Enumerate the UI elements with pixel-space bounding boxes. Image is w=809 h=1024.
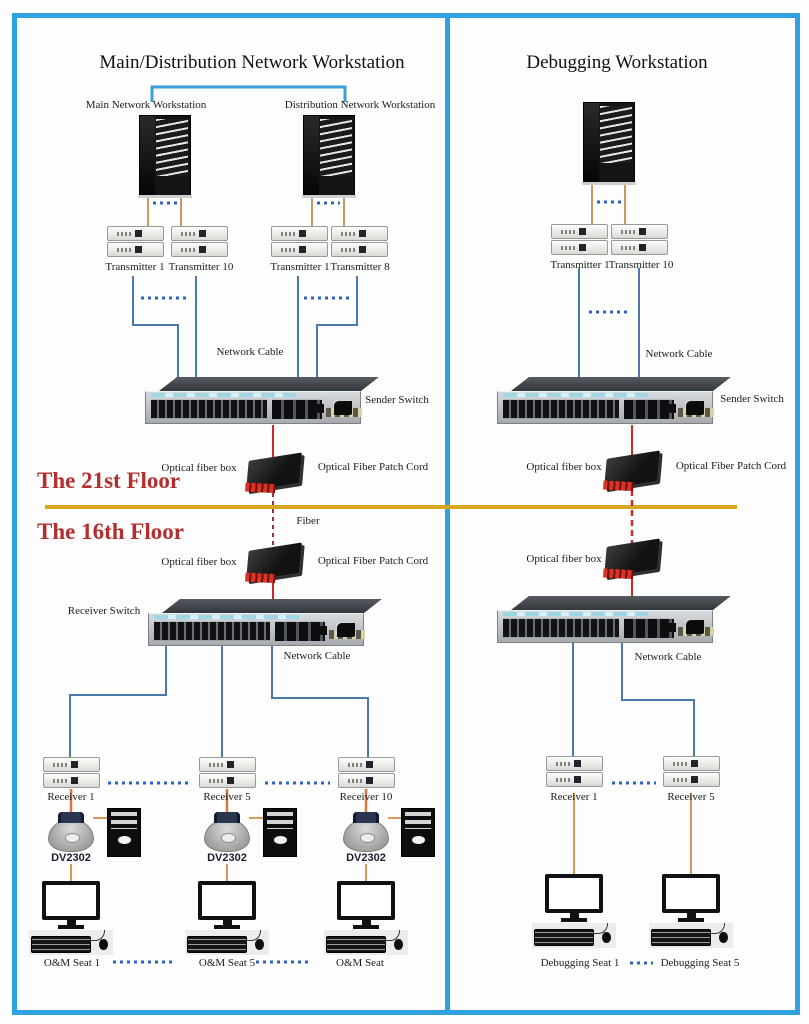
transmitter-label: Transmitter 1 — [550, 259, 610, 271]
sender-switch-label: Sender Switch — [720, 393, 784, 405]
seat-label: O&M Seat 1 — [43, 957, 101, 969]
receiver-icon — [199, 757, 256, 788]
transmitter-label: Transmitter 1 — [270, 261, 330, 273]
pc-tower-icon — [401, 808, 435, 857]
distribution-rack-label: Distribution Network Workstation — [284, 99, 436, 111]
optical-fiber-box-label: Optical fiber box — [161, 556, 237, 568]
network-cable-label: Network Cable — [645, 348, 713, 360]
optical-fiber-box-label: Optical fiber box — [161, 462, 237, 474]
right-section-title: Debugging Workstation — [526, 52, 708, 73]
floor-16-label: The 16th Floor — [37, 519, 184, 544]
floor-21-label: The 21st Floor — [37, 468, 181, 493]
seat-label: O&M Seat — [336, 957, 384, 969]
transmitter-label: Transmitter 10 — [168, 261, 234, 273]
seat-label: Debugging Seat 5 — [660, 957, 740, 969]
server-rack-icon — [582, 102, 636, 185]
receiver-label: Receiver 1 — [550, 791, 598, 803]
kvm-dv2302-icon — [343, 812, 389, 852]
optical-fiber-box-label: Optical fiber box — [526, 461, 602, 473]
switch-icon — [145, 377, 379, 424]
optical-fiber-box-label: Optical fiber box — [526, 553, 602, 565]
server-rack-icon — [302, 115, 356, 198]
switch-icon — [497, 596, 731, 643]
fiber-label: Fiber — [296, 515, 320, 527]
receiver-icon — [338, 757, 395, 788]
kvm-label: DV2302 — [207, 852, 247, 864]
network-cable-label: Network Cable — [634, 651, 702, 663]
workstation-seat-icon — [185, 881, 269, 955]
switch-icon — [148, 599, 382, 646]
sender-switch-label: Sender Switch — [365, 394, 429, 406]
receiver-switch-label: Receiver Switch — [67, 605, 141, 617]
workstation-seat-icon — [324, 881, 408, 955]
receiver-label: Receiver 10 — [339, 791, 393, 803]
main-rack-label: Main Network Workstation — [85, 99, 207, 111]
transmitter-icon — [331, 226, 388, 257]
pc-tower-icon — [263, 808, 297, 857]
transmitter-label: Transmitter 8 — [330, 261, 390, 273]
receiver-icon — [43, 757, 100, 788]
seat-label: Debugging Seat 1 — [540, 957, 620, 969]
transmitter-icon — [171, 226, 228, 257]
kvm-label: DV2302 — [346, 852, 386, 864]
workstation-seat-icon — [649, 874, 733, 948]
receiver-icon — [663, 756, 720, 787]
transmitter-icon — [271, 226, 328, 257]
kvm-label: DV2302 — [51, 852, 91, 864]
workstation-seat-icon — [29, 881, 113, 955]
patch-cord-label: Optical Fiber Patch Cord — [675, 460, 787, 472]
network-cable-label: Network Cable — [283, 650, 351, 662]
transmitter-icon — [107, 226, 164, 257]
floor-divider-line — [45, 505, 737, 509]
patch-cord-label: Optical Fiber Patch Cord — [317, 555, 429, 567]
transmitter-label: Transmitter 10 — [608, 259, 674, 271]
kvm-dv2302-icon — [48, 812, 94, 852]
patch-cord-label: Optical Fiber Patch Cord — [317, 461, 429, 473]
receiver-icon — [546, 756, 603, 787]
switch-icon — [497, 377, 731, 424]
server-rack-icon — [138, 115, 192, 198]
diagram-border — [12, 13, 800, 1015]
pc-tower-icon — [107, 808, 141, 857]
left-section-title: Main/Distribution Network Workstation — [99, 52, 405, 73]
receiver-label: Receiver 5 — [667, 791, 715, 803]
network-cable-label: Network Cable — [216, 346, 284, 358]
kvm-dv2302-icon — [204, 812, 250, 852]
transmitter-icon — [611, 224, 668, 255]
section-divider-line — [445, 13, 450, 1010]
workstation-seat-icon — [532, 874, 616, 948]
receiver-label: Receiver 1 — [47, 791, 95, 803]
seat-label: O&M Seat 5 — [198, 957, 256, 969]
receiver-label: Receiver 5 — [203, 791, 251, 803]
transmitter-icon — [551, 224, 608, 255]
transmitter-label: Transmitter 1 — [105, 261, 165, 273]
